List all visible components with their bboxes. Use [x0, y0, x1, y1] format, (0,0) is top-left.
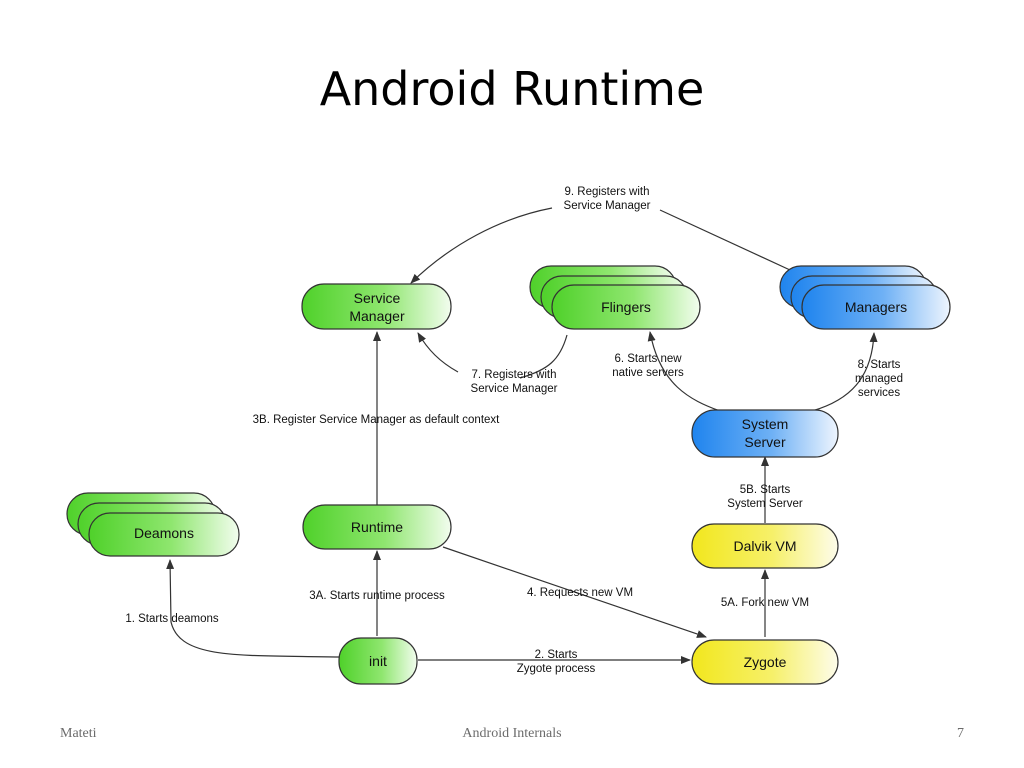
footer-title: Android Internals	[462, 726, 562, 741]
deamons-label: Deamons	[134, 525, 194, 541]
edge-managers-register-arrow	[410, 207, 553, 284]
edge-managers-register	[659, 209, 791, 271]
footer-author: Mateti	[60, 726, 97, 741]
flingers-label: Flingers	[601, 299, 651, 315]
init-label: init	[369, 653, 387, 669]
edge-starts-native-servers	[647, 331, 721, 412]
init-node	[338, 637, 418, 685]
edge-starts-deamons	[166, 559, 340, 658]
service-manager-node	[301, 283, 452, 330]
edge-label-3b: 3B. Register Service Manager as default …	[253, 414, 501, 426]
edge-flingers-register-arrow	[417, 332, 459, 373]
runtime-label: Runtime	[351, 519, 403, 535]
runtime-node	[302, 504, 452, 550]
edge-starts-managed-services	[811, 332, 878, 412]
managers-stack	[779, 265, 951, 330]
edge-requests-new-vm	[442, 546, 707, 638]
zygote-node	[691, 639, 839, 685]
edge-flingers-register	[519, 334, 568, 379]
managers-label: Managers	[845, 299, 907, 315]
zygote-label: Zygote	[744, 654, 787, 670]
deamons-stack	[66, 492, 240, 557]
dalvik-vm-label: Dalvik VM	[733, 538, 796, 554]
slide-title: Android Runtime	[319, 62, 705, 116]
edge-label-5a: 5A. Fork new VM	[721, 597, 809, 609]
footer-page-number: 7	[957, 726, 964, 741]
system-server-node	[691, 409, 839, 458]
edge-label-4: 4. Requests new VM	[527, 587, 633, 599]
dalvik-vm-node	[691, 523, 839, 569]
edge-label-1: 1. Starts deamons	[125, 613, 219, 625]
flingers-stack	[529, 265, 701, 330]
edge-label-3a: 3A. Starts runtime process	[309, 590, 445, 602]
